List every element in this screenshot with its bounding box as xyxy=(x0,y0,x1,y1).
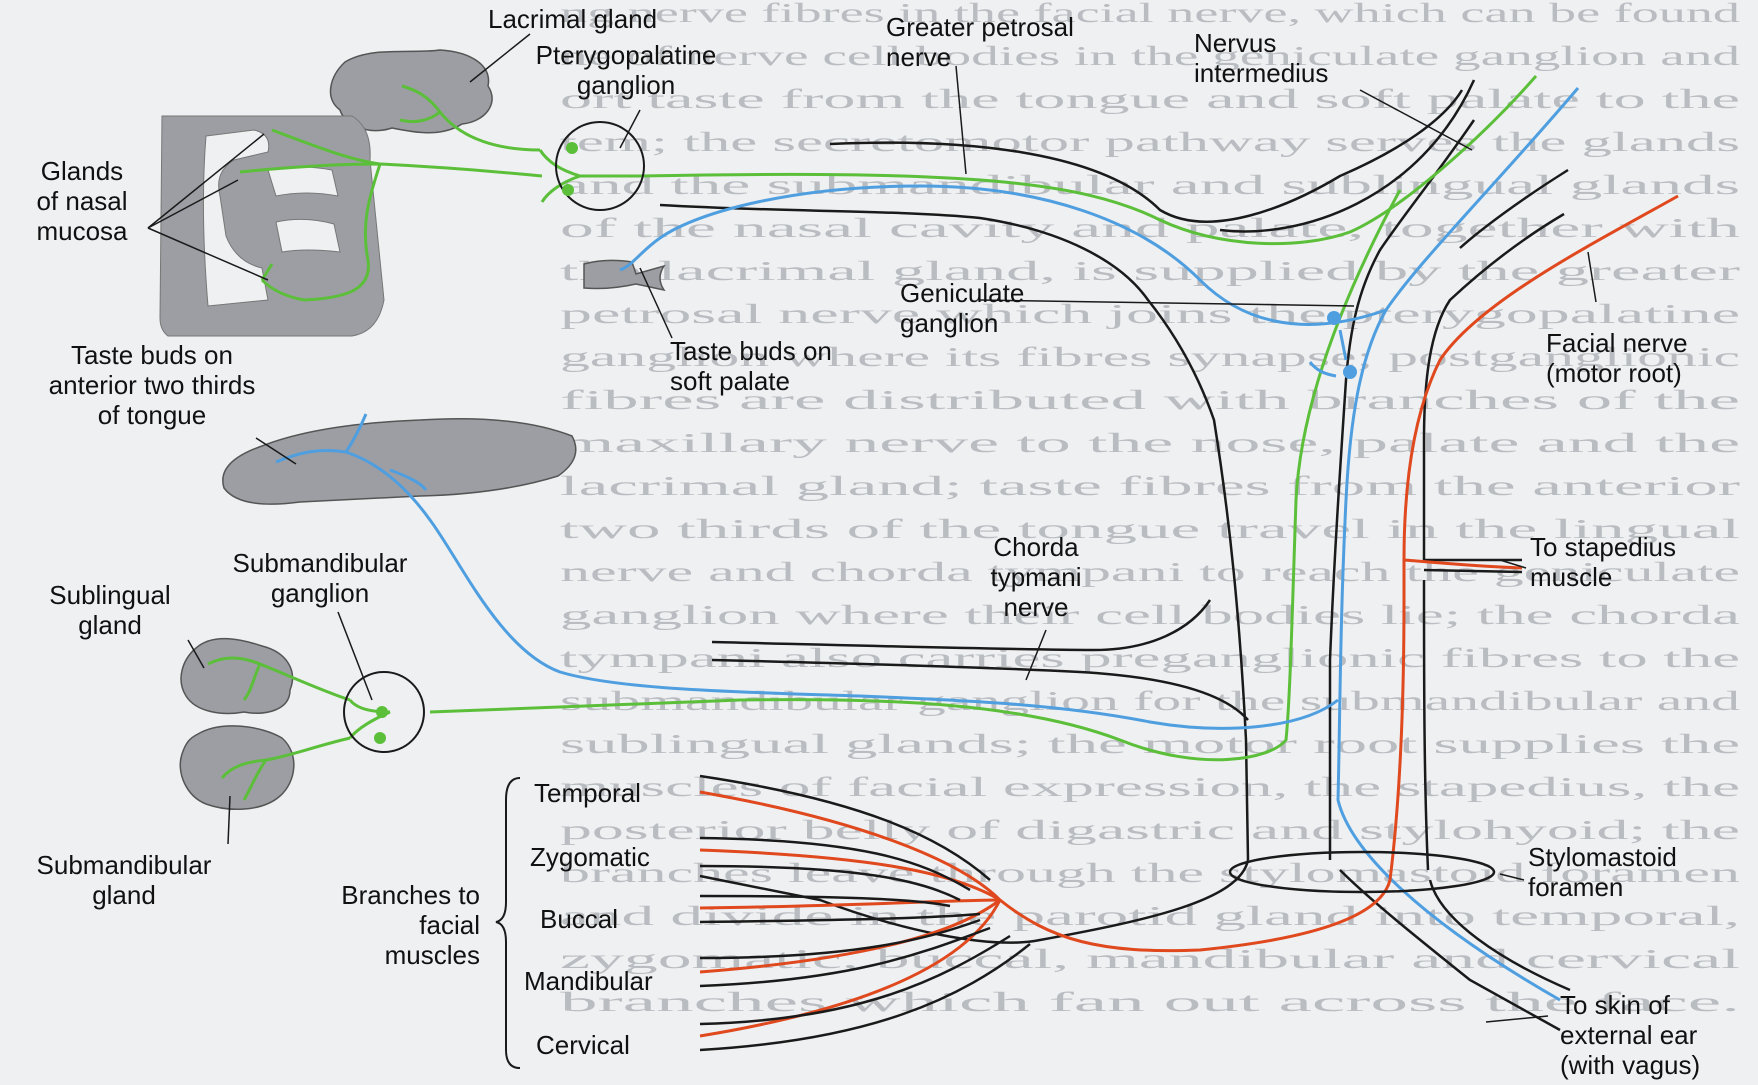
label-cervical-branch: Cervical xyxy=(536,1030,630,1060)
label-to-stapedius-muscle-line-1: To stapedius xyxy=(1530,532,1676,562)
label-branches-to-facial-muscles-line-2: facial xyxy=(419,910,480,940)
background-text-line: ne of nerve cell bodies in the geniculat… xyxy=(560,41,1741,71)
label-chorda-tympani-nerve-line-2: typmani xyxy=(990,562,1081,592)
label-to-skin-external-ear-line-1: To skin of xyxy=(1560,990,1671,1020)
label-taste-buds-soft-palate-line-2: soft palate xyxy=(670,366,790,396)
label-temporal-branch: Temporal xyxy=(534,778,641,808)
label-sublingual-gland-line-1: Sublingual xyxy=(49,580,170,610)
background-text-line: posterior belly of digastric and stylohy… xyxy=(560,815,1740,845)
label-nervus-intermedius-line-2: intermedius xyxy=(1194,58,1328,88)
label-chorda-tympani-nerve-line-3: nerve xyxy=(1003,592,1068,622)
background-text-line: ganglion where their cell bodies lie; th… xyxy=(560,600,1740,630)
label-taste-buds-soft-palate-line-1: Taste buds on xyxy=(670,336,832,366)
background-text-line: lacrimal gland; taste fibres from the an… xyxy=(560,471,1740,501)
label-facial-nerve-motor-root-line-1: Facial nerve xyxy=(1546,328,1688,358)
label-nervus-intermedius-line-1: Nervus xyxy=(1194,28,1276,58)
label-facial-nerve-motor-root-line-2: (motor root) xyxy=(1546,358,1682,388)
label-submandibular-ganglion-line-2: ganglion xyxy=(271,578,369,608)
label-branches-to-facial-muscles-line-1: Branches to xyxy=(341,880,480,910)
background-text-line: tem; the secretomotor pathway serves the… xyxy=(560,127,1740,157)
label-pterygopalatine-ganglion-line-2: ganglion xyxy=(577,70,675,100)
label-taste-buds-tongue-line-1: Taste buds on xyxy=(71,340,233,370)
label-stylomastoid-foramen-line-1: Stylomastoid xyxy=(1528,842,1677,872)
label-to-stapedius-muscle-line-2: muscle xyxy=(1530,562,1612,592)
background-text-line: of the nasal cavity and palate, together… xyxy=(560,213,1741,243)
sublingual-gland-shape xyxy=(181,639,292,714)
label-mandibular-branch: Mandibular xyxy=(524,966,653,996)
label-greater-petrosal-nerve-line-1: Greater petrosal xyxy=(886,12,1074,42)
label-glands-nasal-mucosa-line-3: mucosa xyxy=(36,216,128,246)
label-buccal-branch: Buccal xyxy=(540,904,618,934)
label-lacrimal-gland: Lacrimal gland xyxy=(488,4,657,34)
label-chorda-tympani-nerve-line-1: Chorda xyxy=(993,532,1079,562)
background-text-line: ng nerve fibres in the facial nerve, whi… xyxy=(560,0,1741,28)
label-stylomastoid-foramen-line-2: foramen xyxy=(1528,872,1623,902)
label-branches-to-facial-muscles-line-3: muscles xyxy=(385,940,480,970)
label-submandibular-ganglion-line-1: Submandibular xyxy=(233,548,408,578)
label-pterygopalatine-ganglion-line-1: Pterygopalatine xyxy=(536,40,717,70)
label-geniculate-ganglion-line-1: Geniculate xyxy=(900,278,1024,308)
background-text-line: tympani also carries preganglionic fibre… xyxy=(560,643,1740,673)
label-glands-nasal-mucosa-line-2: of nasal xyxy=(36,186,127,216)
label-glands-nasal-mucosa-line-1: Glands xyxy=(41,156,123,186)
nasal-cavity-shape xyxy=(160,116,384,336)
label-geniculate-ganglion-line-2: ganglion xyxy=(900,308,998,338)
background-text-line: sublingual glands; the motor root suppli… xyxy=(560,729,1740,759)
label-to-skin-external-ear-line-2: external ear xyxy=(1560,1020,1698,1050)
label-sublingual-gland-line-2: gland xyxy=(78,610,142,640)
label-submandibular-gland-line-1: Submandibular xyxy=(37,850,212,880)
label-facial-nerve-motor-root: Facial nerve(motor root) xyxy=(1546,328,1688,388)
branches-brace xyxy=(496,778,520,1068)
label-greater-petrosal-nerve-line-2: nerve xyxy=(886,42,951,72)
background-text-line: maxillary nerve to the nose, palate and … xyxy=(560,428,1740,458)
background-text-line: ort taste from the tongue and soft palat… xyxy=(560,84,1740,114)
label-taste-buds-tongue-line-2: anterior two thirds xyxy=(49,370,256,400)
label-taste-buds-tongue-line-3: of tongue xyxy=(98,400,206,430)
label-to-skin-external-ear-line-3: (with vagus) xyxy=(1560,1050,1700,1080)
label-submandibular-gland-line-2: gland xyxy=(92,880,156,910)
label-zygomatic-branch: Zygomatic xyxy=(530,842,650,872)
